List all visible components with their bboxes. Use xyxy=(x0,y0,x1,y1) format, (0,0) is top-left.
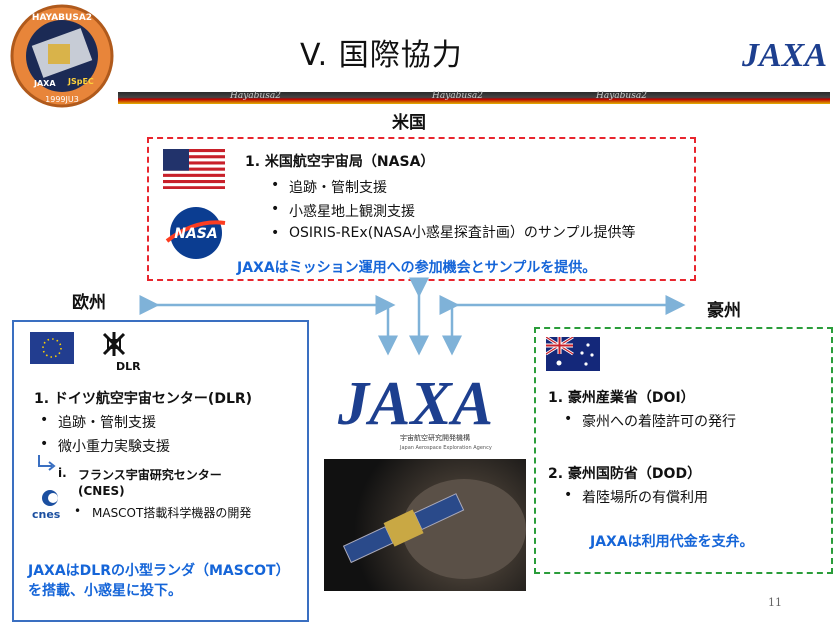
page-number: 11 xyxy=(768,596,782,609)
jaxa-center-logo-text: JAXA xyxy=(337,370,493,438)
nasa-logo-icon: NASA xyxy=(165,207,226,259)
header-bar-text: Hayabusa2 xyxy=(596,91,647,101)
cnes-heading-abbrev: (CNES) xyxy=(78,484,125,498)
jaxa-center-logo: JAXA 宇宙航空研究開発機構 Japan Aerospace Explorat… xyxy=(330,362,520,452)
australia-item1-bullet: 豪州への着陸許可の発行 xyxy=(564,411,736,431)
nasa-logo-text: NASA xyxy=(174,226,217,242)
header-bar-text: Hayabusa2 xyxy=(432,91,483,101)
us-flag-icon xyxy=(163,149,225,189)
hayabusa2-spacecraft-image xyxy=(324,459,526,591)
patch-date-text: 1999JU3 xyxy=(45,95,79,104)
page-title: V. 国際協力 xyxy=(300,38,463,73)
australia-region-label: 豪州 xyxy=(707,301,741,321)
australia-item2-heading: 2. 豪州国防省（DOD） xyxy=(548,466,702,482)
patch-top-text: HAYABUSA2 xyxy=(32,13,92,23)
usa-bullet: 追跡・管制支援 xyxy=(271,177,387,197)
europe-bullet: 微小重力実験支援 xyxy=(40,436,170,456)
patch-jaxa-text: JAXA xyxy=(33,79,56,88)
europe-region-label: 欧州 xyxy=(72,293,106,313)
cnes-logo-icon: cnes xyxy=(32,490,61,521)
usa-region-label: 米国 xyxy=(392,113,426,133)
australia-item1-heading: 1. 豪州産業省（DOI） xyxy=(548,390,695,406)
australia-summary: JAXAは利用代金を支弁。 xyxy=(590,534,754,550)
australia-item2-bullet: 着陸場所の有償利用 xyxy=(564,487,708,507)
sub-heading-prefix: i. xyxy=(58,466,67,480)
patch-jspec-text: JSpEC xyxy=(67,77,94,86)
usa-bullet: 小惑星地上観測支援 xyxy=(271,201,415,221)
sub-item-arrow-icon xyxy=(38,455,56,471)
cnes-logo-text: cnes xyxy=(32,508,61,521)
usa-cooperation-box: NASA 1. 米国航空宇宙局（NASA） 追跡・管制支援 小惑星地上観測支援 … xyxy=(147,137,696,281)
europe-summary-line1: JAXAはDLRの小型ランダ（MASCOT） xyxy=(28,563,290,579)
europe-heading: 1. ドイツ航空宇宙センター(DLR) xyxy=(34,391,253,407)
europe-summary-line2: を搭載、小惑星に投下。 xyxy=(28,583,182,599)
europe-bullet: 追跡・管制支援 xyxy=(40,412,156,432)
australia-cooperation-box: 1. 豪州産業省（DOI） 豪州への着陸許可の発行 2. 豪州国防省（DOD） … xyxy=(534,327,833,574)
australia-flag-icon xyxy=(546,337,600,371)
jaxa-center-logo-subtitle-en: Japan Aerospace Exploration Agency xyxy=(399,445,492,451)
jaxa-center-logo-subtitle-jp: 宇宙航空研究開発機構 xyxy=(400,433,470,442)
usa-bullet: OSIRIS-REx(NASA小惑星探査計画）のサンプル提供等 xyxy=(271,225,689,242)
cnes-heading: フランス宇宙研究センター xyxy=(78,468,222,482)
jaxa-logo: JAXA xyxy=(738,28,834,80)
dlr-logo-text: DLR xyxy=(116,360,141,373)
mission-patch-logo: HAYABUSA2 JAXA JSpEC 1999JU3 xyxy=(10,4,114,108)
europe-cooperation-box: DLR 1. ドイツ航空宇宙センター(DLR) 追跡・管制支援 微小重力実験支援… xyxy=(12,320,309,622)
header-bar: Hayabusa2 Hayabusa2 Hayabusa2 xyxy=(118,91,830,104)
usa-summary: JAXAはミッション運用への参加機会とサンプルを提供。 xyxy=(237,260,597,276)
jaxa-logo-text: JAXA xyxy=(741,37,827,74)
header-bar-text: Hayabusa2 xyxy=(230,91,281,101)
cnes-bullet: MASCOT搭載科学機器の開発 xyxy=(74,504,251,521)
dlr-logo-icon: DLR xyxy=(102,332,141,373)
usa-heading: 1. 米国航空宇宙局（NASA） xyxy=(245,154,435,170)
eu-flag-icon xyxy=(30,332,74,364)
